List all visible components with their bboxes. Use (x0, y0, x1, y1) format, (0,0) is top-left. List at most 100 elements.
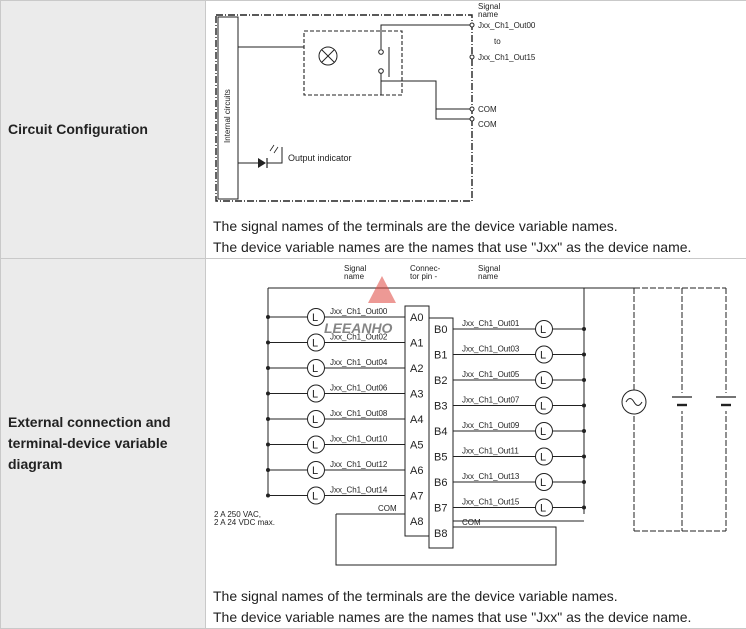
load-symbol: L (312, 312, 318, 324)
pin-a-label: A1 (410, 338, 423, 350)
load-symbol: L (540, 503, 546, 515)
load-symbol: L (312, 465, 318, 477)
note-line-2: The device variable names are the names … (206, 237, 746, 258)
right-signal-label: Jxx_Ch1_Out11 (462, 447, 519, 456)
terminal-com1 (470, 107, 474, 111)
output-indicator-label: Output indicator (288, 153, 352, 163)
junction-dot (582, 480, 586, 484)
junction-dot (582, 378, 586, 382)
junction-dot (266, 392, 270, 396)
right-signal-label: Jxx_Ch1_Out09 (462, 421, 520, 430)
right-signal-label: Jxx_Ch1_Out15 (462, 498, 520, 507)
load-symbol: L (540, 477, 546, 489)
left-signal-label: Jxx_Ch1_Out14 (330, 486, 388, 495)
junction-dot (266, 341, 270, 345)
pin-a-label: A8 (410, 516, 423, 528)
left-signal-label: Jxx_Ch1_Out06 (330, 384, 388, 393)
junction-dot (266, 443, 270, 447)
row-label-line-2: terminal-device variable (8, 433, 205, 454)
pin-a-label: A5 (410, 440, 423, 452)
pin-b-label: B6 (434, 477, 447, 489)
note-line-1: The signal names of the terminals are th… (206, 216, 746, 237)
load-symbol: L (312, 491, 318, 503)
load-symbol: L (540, 426, 546, 438)
row-label-cell: External connection and terminal-device … (1, 259, 206, 629)
load-symbol: L (312, 338, 318, 350)
external-connection-cell: Signal name Connec- tor pin - Signal nam… (206, 259, 746, 629)
pin-b-label: B7 (434, 503, 447, 515)
load-symbol: L (540, 350, 546, 362)
pin-a-label: A0 (410, 312, 423, 324)
pin-b-label: B1 (434, 350, 447, 362)
left-signal-label: Jxx_Ch1_Out00 (330, 307, 388, 316)
pin-b-label: B2 (434, 375, 447, 387)
left-signal-label: Jxx_Ch1_Out10 (330, 435, 388, 444)
com-label-right: COM (462, 518, 481, 527)
pin-b-label: B4 (434, 426, 447, 438)
left-signal-label: Jxx_Ch1_Out02 (330, 333, 388, 342)
left-signal-label: Jxx_Ch1_Out08 (330, 409, 388, 418)
signal-out-first: Jxx_Ch1_Out00 (478, 21, 536, 30)
relay-box (304, 31, 402, 95)
internal-circuits-label: Internal circuits (223, 89, 232, 143)
rating-line-2: 2 A 24 VDC max. (214, 518, 275, 527)
com-label-left: COM (378, 504, 397, 513)
note-line-2: The device variable names are the names … (206, 607, 746, 628)
right-signal-label: Jxx_Ch1_Out03 (462, 345, 520, 354)
header-left-2: name (344, 272, 365, 281)
junction-dot (266, 315, 270, 319)
pin-a-label: A2 (410, 363, 423, 375)
load-symbol: L (312, 363, 318, 375)
signal-name-header-2: name (478, 10, 499, 19)
circuit-configuration-cell: Internal circuits (206, 1, 746, 259)
note-line-1: The signal names of the terminals are th… (206, 586, 746, 607)
led-icon (258, 158, 266, 168)
load-symbol: L (540, 401, 546, 413)
row-label-cell: Circuit Configuration (1, 1, 206, 259)
junction-dot (582, 455, 586, 459)
load-symbol: L (312, 389, 318, 401)
row-circuit-configuration: Circuit Configuration Internal circuits (1, 1, 746, 259)
junction-dot (266, 366, 270, 370)
right-signal-label: Jxx_Ch1_Out01 (462, 319, 520, 328)
header-mid-2: tor pin - (410, 272, 437, 281)
circuit-configuration-diagram: Internal circuits (206, 1, 746, 211)
left-signal-label: Jxx_Ch1_Out04 (330, 358, 388, 367)
watermark-logo: LEEANHO (324, 276, 396, 336)
row-external-connection: External connection and terminal-device … (1, 259, 746, 629)
load-symbol: L (312, 414, 318, 426)
junction-dot (266, 494, 270, 498)
pin-b-label: B3 (434, 401, 447, 413)
right-signal-label: Jxx_Ch1_Out05 (462, 370, 520, 379)
pin-a-label: A6 (410, 465, 423, 477)
signal-com-2: COM (478, 120, 497, 129)
pin-a-label: A7 (410, 491, 423, 503)
row-label-line-3: diagram (8, 454, 205, 475)
pin-b-label: B8 (434, 528, 447, 540)
right-signal-label: Jxx_Ch1_Out13 (462, 472, 520, 481)
load-symbol: L (540, 324, 546, 336)
signal-to: to (494, 37, 501, 46)
terminal-out (470, 23, 474, 27)
junction-dot (582, 429, 586, 433)
right-signal-label: Jxx_Ch1_Out07 (462, 396, 520, 405)
external-connection-diagram: Signal name Connec- tor pin - Signal nam… (206, 259, 746, 581)
pin-a-label: A3 (410, 389, 423, 401)
junction-dot (582, 353, 586, 357)
pin-b-label: B5 (434, 452, 447, 464)
junction-dot (582, 506, 586, 510)
junction-dot (582, 327, 586, 331)
load-symbol: L (540, 375, 546, 387)
load-symbol: L (312, 440, 318, 452)
load-symbol: L (540, 452, 546, 464)
junction-dot (266, 417, 270, 421)
header-right-2: name (478, 272, 499, 281)
row-label-line-1: External connection and (8, 412, 205, 433)
junction-dot (582, 404, 586, 408)
junction-dot (266, 468, 270, 472)
pin-a-label: A4 (410, 414, 423, 426)
contact-icon (379, 50, 384, 55)
row-label: Circuit Configuration (8, 119, 205, 140)
terminal-out-last (470, 55, 474, 59)
